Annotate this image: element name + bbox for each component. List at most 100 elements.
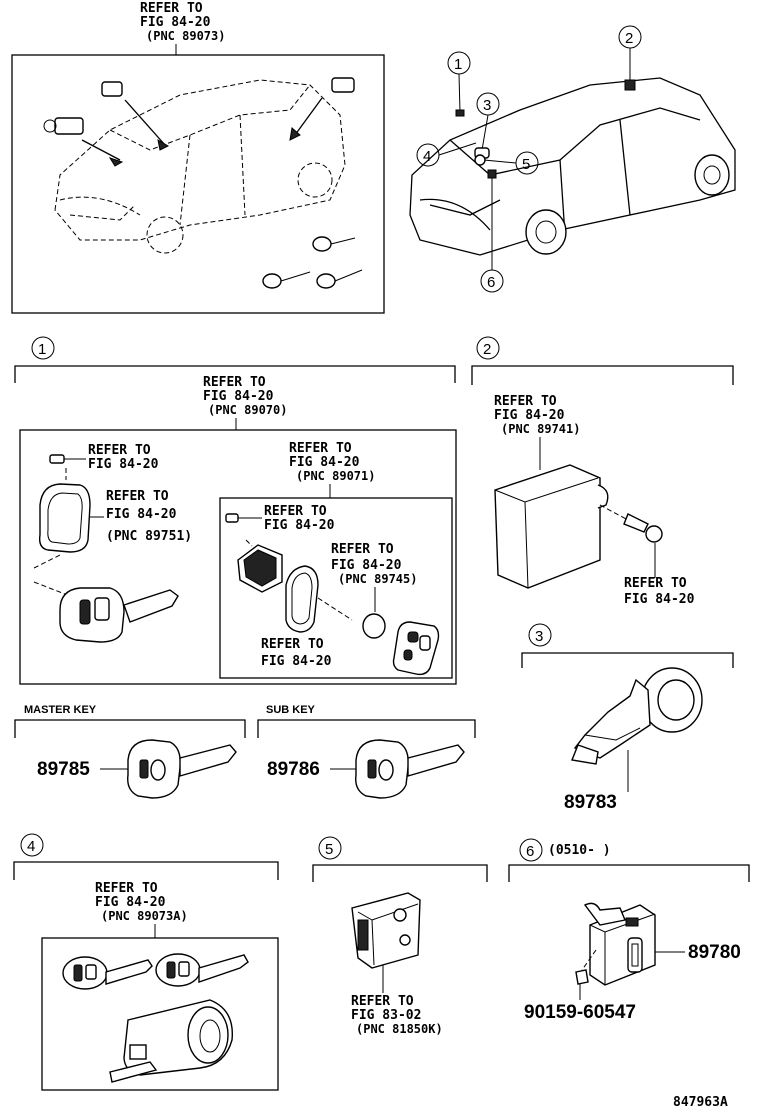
section-5-header: 5	[312, 836, 488, 882]
sec6-screw-icon	[575, 949, 597, 1000]
seal-ring-icon	[285, 565, 319, 633]
svg-text:FIG 84-20: FIG 84-20	[261, 654, 332, 669]
figure-id: 847963A	[673, 1095, 728, 1110]
svg-text:2: 2	[483, 341, 491, 358]
svg-text:(PNC 89070): (PNC 89070)	[208, 403, 287, 417]
callout-4: 4	[416, 142, 477, 167]
sec1-inner-frame	[219, 497, 453, 679]
svg-text:REFER TO: REFER TO	[624, 576, 687, 591]
sec4-frame	[41, 937, 279, 1091]
bolt-icon	[599, 504, 663, 578]
remote-transmitter-icon	[392, 621, 440, 676]
section-3-header: 3	[521, 623, 734, 668]
door-switch-icon	[351, 892, 421, 969]
svg-text:FIG 84-20: FIG 84-20	[140, 15, 211, 30]
svg-text:6: 6	[487, 274, 495, 291]
callout-2: 2	[618, 25, 642, 91]
section-2-header: 2	[471, 336, 734, 385]
svg-text:REFER TO: REFER TO	[261, 637, 324, 652]
sec6-part-number-2: 90159-60547	[524, 1002, 636, 1023]
svg-text:FIG 84-20: FIG 84-20	[106, 507, 177, 522]
svg-text:FIG 84-20: FIG 84-20	[203, 389, 274, 404]
callout-3: 3	[474, 92, 500, 159]
svg-text:FIG 84-20: FIG 84-20	[95, 895, 166, 910]
lock-cylinder-top	[101, 81, 170, 151]
screw-icon	[49, 454, 86, 464]
ignition-coil-antenna-icon	[571, 667, 703, 765]
svg-text:3: 3	[483, 97, 491, 114]
svg-text:(PNC 81850K): (PNC 81850K)	[356, 1022, 443, 1036]
svg-text:2: 2	[625, 30, 633, 47]
sec5-ref: REFER TO FIG 83-02 (PNC 81850K)	[351, 994, 443, 1036]
door-lock-cylinder-icon	[109, 999, 234, 1083]
svg-text:(PNC 89071): (PNC 89071)	[296, 469, 375, 483]
svg-text:5: 5	[522, 156, 530, 173]
sec1-main-ref: REFER TO FIG 84-20 (PNC 89070)	[203, 375, 287, 417]
sec1-battery-ref: REFER TO FIG 84-20 (PNC 89745)	[331, 542, 417, 586]
svg-text:REFER TO: REFER TO	[140, 1, 203, 16]
svg-text:(0510- ): (0510- )	[548, 843, 611, 858]
section-1-header: 1	[14, 336, 456, 383]
sec4-key-2-icon	[155, 953, 249, 987]
svg-text:REFER TO: REFER TO	[203, 375, 266, 390]
svg-text:REFER TO: REFER TO	[331, 542, 394, 557]
sec4-key-1-icon	[62, 956, 153, 990]
svg-text:(PNC 89751): (PNC 89751)	[106, 529, 192, 544]
callout-1: 1	[447, 51, 471, 117]
svg-text:FIG 84-20: FIG 84-20	[331, 558, 402, 573]
sec1-inner-screw-ref: REFER TO FIG 84-20	[264, 504, 335, 533]
svg-text:REFER TO: REFER TO	[494, 394, 557, 409]
svg-text:FIG 84-20: FIG 84-20	[264, 518, 335, 533]
svg-text:REFER TO: REFER TO	[88, 443, 151, 458]
svg-text:FIG 83-02: FIG 83-02	[351, 1008, 421, 1023]
small-keys-group	[262, 236, 363, 289]
svg-text:REFER TO: REFER TO	[106, 489, 169, 504]
sec2-ref1: REFER TO FIG 84-20 (PNC 89741)	[494, 394, 580, 436]
sec1-case-ref: REFER TO FIG 84-20 (PNC 89751)	[106, 489, 192, 544]
svg-text:(PNC 89073A): (PNC 89073A)	[101, 909, 188, 923]
section-6-header: 6 (0510- )	[508, 838, 750, 882]
svg-text:4: 4	[423, 148, 431, 165]
sec1-board-ref: REFER TO FIG 84-20	[261, 637, 332, 669]
master-key-remote-icon	[59, 587, 179, 643]
svg-text:FIG 84-20: FIG 84-20	[494, 408, 565, 423]
master-key-header: MASTER KEY	[14, 704, 246, 738]
sec3-part-number: 89783	[564, 792, 617, 813]
svg-text:SUB KEY: SUB KEY	[266, 704, 316, 716]
sec1-inner-ref: REFER TO FIG 84-20 (PNC 89071)	[289, 441, 375, 483]
sec6-part-number-1: 89780	[688, 942, 741, 963]
master-key-icon	[127, 739, 237, 799]
receiver-module-icon	[494, 464, 609, 589]
svg-text:(PNC 89073): (PNC 89073)	[146, 29, 225, 43]
callout-5: 5	[474, 151, 539, 175]
lock-cylinder-right	[289, 77, 355, 141]
lock-cylinder-left	[43, 117, 124, 167]
top-left-panel	[11, 54, 385, 314]
section-4-header: 4	[13, 833, 279, 880]
sec2-ref2: REFER TO FIG 84-20	[624, 576, 695, 607]
svg-text:4: 4	[27, 838, 35, 855]
sub-key-part-number: 89786	[267, 759, 320, 780]
svg-text:(PNC 89741): (PNC 89741)	[501, 422, 580, 436]
top-ref-label: REFER TO FIG 84-20 (PNC 89073)	[140, 1, 225, 43]
svg-text:REFER TO: REFER TO	[95, 881, 158, 896]
battery-icon	[362, 613, 386, 639]
svg-text:3: 3	[535, 628, 543, 645]
svg-text:(PNC 89745): (PNC 89745)	[338, 572, 417, 586]
svg-text:REFER TO: REFER TO	[289, 441, 352, 456]
svg-text:REFER TO: REFER TO	[351, 994, 414, 1009]
svg-text:1: 1	[38, 341, 46, 358]
sec1-screw-ref: REFER TO FIG 84-20	[88, 443, 159, 472]
sec1-frame	[19, 429, 457, 685]
svg-text:MASTER KEY: MASTER KEY	[24, 704, 97, 716]
inner-screw-icon	[225, 513, 262, 523]
svg-text:1: 1	[454, 56, 462, 73]
svg-text:REFER TO: REFER TO	[264, 504, 327, 519]
sub-key-header: SUB KEY	[257, 704, 476, 738]
key-case-icon	[38, 483, 104, 553]
svg-text:6: 6	[526, 843, 534, 860]
circuit-board-icon	[237, 544, 283, 593]
door-control-receiver-icon	[583, 902, 656, 986]
master-key-part-number: 89785	[37, 759, 90, 780]
